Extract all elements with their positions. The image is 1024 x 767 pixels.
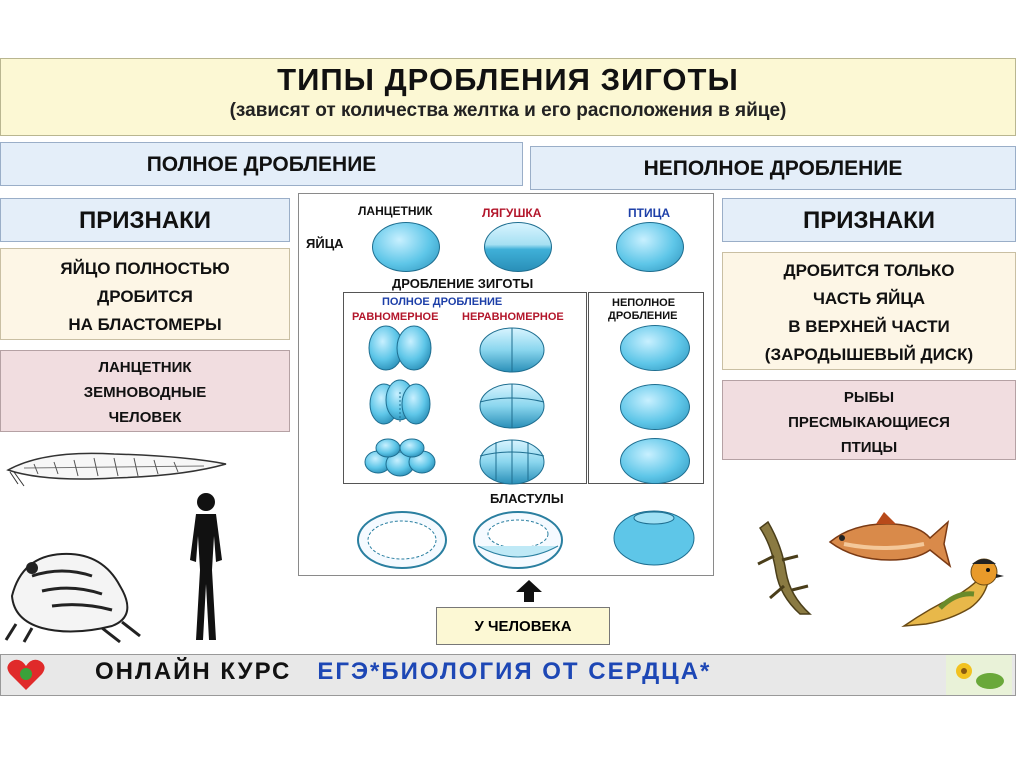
frog-blastula bbox=[473, 511, 563, 569]
label-eggs: ЯЙЦА bbox=[306, 236, 344, 251]
partial-cleavage-box bbox=[588, 292, 704, 484]
lizard-image bbox=[757, 520, 812, 615]
uneven-2-cell bbox=[479, 327, 545, 373]
label-frog: ЛЯГУШКА bbox=[482, 206, 542, 220]
left-signs-header: ПРИЗНАКИ bbox=[0, 198, 290, 242]
lancelet-image bbox=[6, 452, 227, 487]
right-example: ПРЕСМЫКАЮЩИЕСЯ bbox=[788, 414, 950, 431]
frog-egg bbox=[484, 222, 552, 272]
right-signs-line: ЧАСТЬ ЯЙЦА bbox=[812, 289, 926, 308]
label-lancelet: ЛАНЦЕТНИК bbox=[358, 204, 433, 218]
partial-stage-3 bbox=[620, 438, 690, 484]
label-partial-1: НЕПОЛНОЕ bbox=[612, 297, 676, 309]
label-partial-2: ДРОБЛЕНИЕ bbox=[608, 310, 678, 322]
frog-image bbox=[4, 552, 141, 644]
left-example: ЗЕМНОВОДНЫЕ bbox=[83, 384, 207, 401]
right-signs-box: ДРОБИТСЯ ТОЛЬКО ЧАСТЬ ЯЙЦА В ВЕРХНЕЙ ЧАС… bbox=[722, 252, 1016, 370]
uneven-8-cell bbox=[479, 383, 545, 429]
right-signs-line: В ВЕРХНЕЙ ЧАСТИ bbox=[788, 317, 950, 336]
lancelet-egg bbox=[372, 222, 440, 272]
left-example: ЧЕЛОВЕК bbox=[108, 409, 182, 426]
left-signs-line: НА БЛАСТОМЕРЫ bbox=[68, 315, 222, 334]
partial-stage-1 bbox=[620, 325, 690, 371]
footer-course: ОНЛАЙН КУРС bbox=[95, 658, 292, 685]
footer-banner bbox=[0, 654, 1016, 696]
label-cleavage: ДРОБЛЕНИЕ ЗИГОТЫ bbox=[392, 276, 534, 291]
right-example: РЫБЫ bbox=[843, 389, 895, 406]
left-signs-box: ЯЙЦО ПОЛНОСТЬЮ ДРОБИТСЯ НА БЛАСТОМЕРЫ bbox=[0, 248, 290, 340]
right-examples-box: РЫБЫ ПРЕСМЫКАЮЩИЕСЯ ПТИЦЫ bbox=[722, 380, 1016, 460]
title-banner bbox=[0, 58, 1016, 136]
label-uneven: НЕРАВНОМЕРНОЕ bbox=[462, 311, 564, 323]
full-cleavage-header: ПОЛНОЕ ДРОБЛЕНИЕ bbox=[0, 142, 523, 186]
left-signs-line: ЯЙЦО ПОЛНОСТЬЮ bbox=[60, 259, 230, 278]
label-bird: ПТИЦА bbox=[628, 206, 671, 220]
fish-image bbox=[828, 512, 952, 569]
label-blastulae: БЛАСТУЛЫ bbox=[490, 491, 564, 506]
footer-brand: ЕГЭ*БИОЛОГИЯ ОТ СЕРДЦА* bbox=[317, 658, 712, 685]
bird-egg bbox=[616, 222, 684, 272]
right-example: ПТИЦЫ bbox=[840, 439, 898, 456]
blastulae-row bbox=[357, 510, 695, 569]
heart-logo-icon bbox=[7, 659, 45, 690]
page-subtitle: (зависят от количества желтка и его расп… bbox=[229, 100, 787, 121]
bird-image bbox=[901, 558, 1004, 628]
up-arrow-icon bbox=[516, 580, 542, 602]
footer-title: ОНЛАЙН КУРС ЕГЭ*БИОЛОГИЯ ОТ СЕРДЦА* bbox=[95, 658, 711, 686]
uneven-cleavage-stages bbox=[479, 327, 545, 485]
uneven-16-cell bbox=[479, 439, 545, 485]
full-cleavage-box bbox=[343, 292, 587, 484]
right-signs-header: ПРИЗНАКИ bbox=[722, 198, 1016, 242]
label-full-cleavage: ПОЛНОЕ ДРОБЛЕНИЕ bbox=[382, 296, 503, 308]
right-signs-line: (ЗАРОДЫШЕВЫЙ ДИСК) bbox=[764, 345, 974, 364]
page-title: ТИПЫ ДРОБЛЕНИЯ ЗИГОТЫ bbox=[277, 62, 739, 97]
lancelet-blastula bbox=[357, 511, 447, 569]
bird-blastula bbox=[613, 510, 695, 566]
right-signs-line: ДРОБИТСЯ ТОЛЬКО bbox=[783, 261, 955, 280]
left-example: ЛАНЦЕТНИК bbox=[98, 359, 192, 376]
even-2-cell bbox=[368, 325, 432, 371]
flower-icon bbox=[946, 655, 1012, 695]
partial-cleavage-header: НЕПОЛНОЕ ДРОБЛЕНИЕ bbox=[530, 146, 1016, 190]
even-8-cell bbox=[369, 379, 431, 425]
human-silhouette bbox=[190, 493, 222, 640]
left-examples-box: ЛАНЦЕТНИК ЗЕМНОВОДНЫЕ ЧЕЛОВЕК bbox=[0, 350, 290, 432]
even-cleavage-stages bbox=[364, 325, 436, 477]
human-note: У ЧЕЛОВЕКА bbox=[436, 607, 610, 645]
label-even: РАВНОМЕРНОЕ bbox=[352, 311, 439, 323]
partial-stage-2 bbox=[620, 384, 690, 430]
left-signs-line: ДРОБИТСЯ bbox=[97, 287, 193, 306]
even-16-cell bbox=[364, 438, 436, 477]
